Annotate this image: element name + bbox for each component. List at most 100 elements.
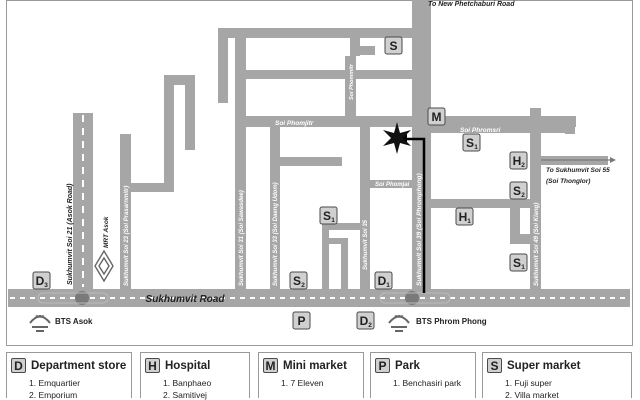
bts-phrom-phong-logo-icon[interactable]: BTS: [388, 314, 410, 332]
bts-phrom-phong-label: BTS Phrom Phong: [416, 317, 487, 326]
legend-item: 2. Villa market: [505, 390, 559, 400]
marker-letter: H: [513, 154, 522, 168]
soi21-road: [73, 113, 93, 289]
marker-letter: D: [36, 274, 45, 288]
soi23-road: [120, 134, 131, 289]
marker-letter: H: [459, 210, 468, 224]
soi35-left-v2: [341, 238, 348, 289]
soi35-road: [360, 127, 370, 289]
marker-number: 1: [521, 264, 525, 271]
soi-phromsri-label: Soi Phromsri: [460, 127, 501, 134]
top-road: [218, 28, 426, 38]
park-marker-icon[interactable]: P: [292, 311, 311, 330]
to-new-phetchaburi-label: To New Phetchaburi Road: [428, 1, 515, 8]
soi23-label: Sukhumvit Soi 23 (Soi Prasarnmitr): [124, 186, 130, 286]
soi23-top: [164, 75, 195, 85]
soi23-top-v: [185, 75, 195, 150]
marker-letter: S: [513, 184, 521, 198]
legend-item: 2. Samitivej: [163, 390, 207, 400]
legend-item: 1. Fuji super: [505, 378, 552, 388]
marker-letter: S: [323, 209, 331, 223]
department-store-icon: D: [11, 358, 26, 373]
marker-number: 2: [521, 162, 525, 169]
soi-phomjitr-road: [246, 116, 576, 127]
soi49-road: [530, 108, 541, 289]
soi33-road: [270, 127, 280, 289]
legend-title: Mini market: [283, 359, 347, 372]
legend-title: Department store: [31, 359, 127, 372]
soi23-branch: [131, 183, 171, 192]
soi33-branch: [280, 157, 342, 166]
soi31-road: [235, 28, 246, 289]
soi33-label: Sukhumvit Soi 33 (Soi Daeng Udom): [273, 182, 279, 286]
soi-phomjai-road: [431, 199, 530, 208]
soi35-label: Sukhumvit Soi 35: [363, 219, 369, 270]
soi23-branch-v: [164, 75, 174, 192]
destination-star-icon[interactable]: [383, 122, 411, 154]
soi-phromsri-end: [565, 124, 575, 134]
route-line: [403, 137, 426, 293]
soi-phomjai-h: [510, 234, 530, 244]
bts-asok-platform[interactable]: [37, 291, 109, 305]
marker-letter: P: [297, 314, 305, 328]
marker-letter: D: [378, 274, 387, 288]
super-market-marker-icon[interactable]: S: [384, 36, 403, 55]
mini-market-icon: M: [263, 358, 278, 373]
to-soi55-label: To Sukhumvit Soi 55: [546, 167, 610, 174]
soi49-label: Sukhumvit Soi 49 (Soi Klang): [534, 203, 540, 286]
soi21-label: Sukhumvit Soi 21 (Asok Road): [67, 183, 74, 285]
soi-phomjitr-label: Soi Phomjitr: [275, 120, 314, 127]
soi35-left-h: [322, 223, 360, 230]
soi-phomjai-v: [510, 199, 520, 244]
marker-number: 2: [301, 282, 305, 289]
legend-item: 1. Emquartier: [29, 378, 81, 388]
legend-title: Super market: [507, 359, 581, 372]
marker-number: 3: [44, 282, 48, 289]
marker-number: 2: [368, 322, 372, 329]
mrt-asok-label: MRT Asok: [103, 216, 110, 248]
marker-letter: D: [360, 314, 369, 328]
legend-title: Hospital: [165, 359, 211, 372]
marker-number: 1: [474, 144, 478, 151]
legend-item: 1. Banphaeo: [163, 378, 212, 388]
marker-number: 2: [521, 192, 525, 199]
map-frame: [6, 0, 633, 346]
soi31-label: Sukhumvit Soi 31 (Soi Sawasdee): [239, 190, 245, 286]
legend-hospital: H Hospital 1. Banphaeo 2. Samitivej: [140, 352, 250, 400]
marker-number: 1: [331, 217, 335, 224]
bts-asok-logo-icon[interactable]: BTS: [29, 314, 51, 332]
sukhumvit-road: [8, 289, 630, 307]
bts-phrom-phong-platform[interactable]: [379, 291, 451, 305]
hospital-icon: H: [145, 358, 160, 373]
soi-thonglor-label: (Soi Thonglor): [546, 178, 590, 185]
soi39-road: [412, 0, 431, 289]
legend-title: Park: [395, 359, 420, 372]
mrt-logo-icon[interactable]: [94, 249, 114, 283]
soi-phommitr-road: [345, 56, 356, 118]
soi-phomjai-label: Soi Phomjai: [375, 182, 410, 188]
mini-market-marker-icon[interactable]: M: [427, 107, 446, 126]
sukhumvit-road-label: Sukhumvit Road: [146, 294, 226, 305]
top-left-v: [218, 28, 228, 103]
soi-phromsri-road: [431, 124, 575, 133]
upper-mid-road: [246, 70, 426, 79]
park-icon: P: [375, 358, 390, 373]
marker-letter: M: [432, 110, 442, 124]
marker-number: 1: [467, 218, 471, 225]
